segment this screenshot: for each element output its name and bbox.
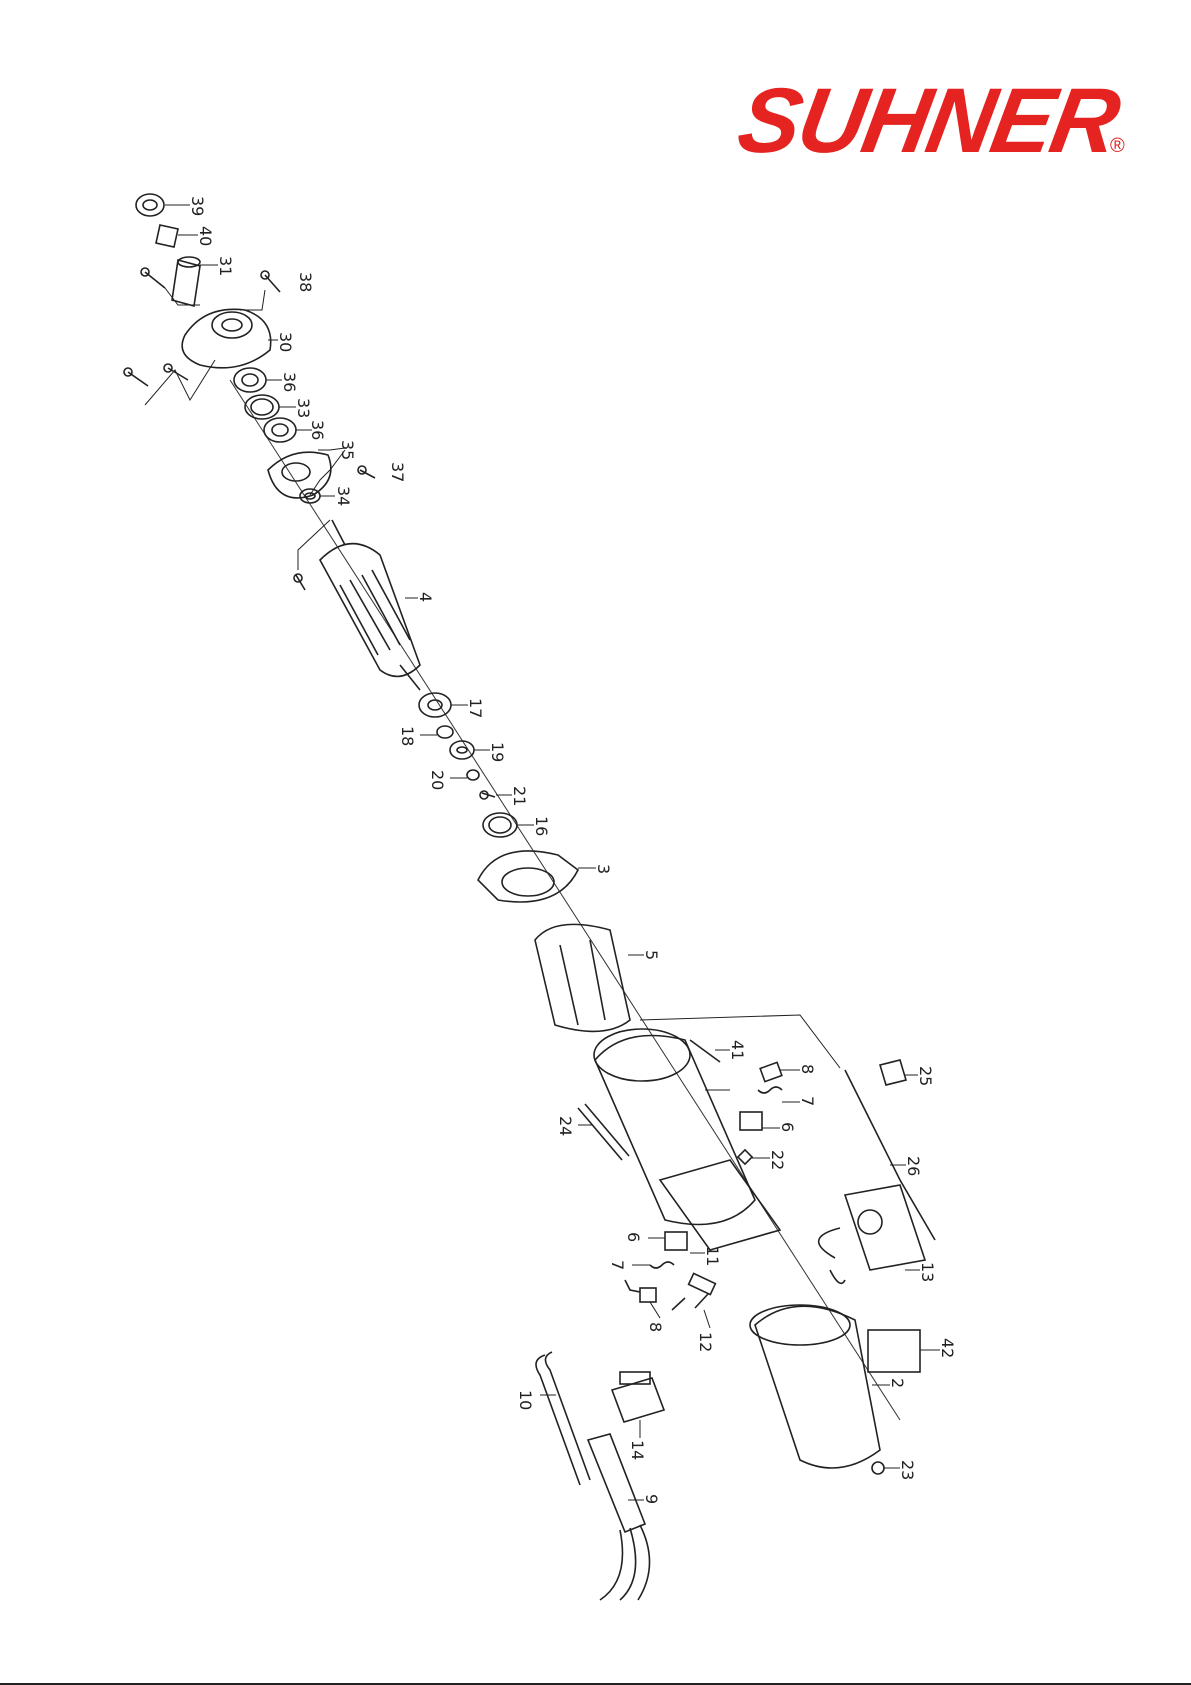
- label-36a: 36: [280, 372, 299, 392]
- label-38: 38: [296, 272, 315, 292]
- label-19: 19: [488, 742, 507, 762]
- part-13-electronic-module: [819, 1185, 925, 1283]
- label-7a: 7: [798, 1096, 817, 1106]
- label-21: 21: [510, 786, 529, 806]
- part-12-screws: [672, 1273, 715, 1328]
- part-19-washer: [450, 741, 490, 759]
- part-6-brush-holder-right: [740, 1112, 780, 1130]
- assembly-axis: [230, 380, 900, 1420]
- label-36b: 36: [308, 420, 327, 440]
- label-37: 37: [388, 462, 407, 482]
- label-8a: 8: [798, 1064, 817, 1074]
- part-18-bushing: [420, 726, 453, 738]
- label-2: 2: [888, 1378, 907, 1388]
- part-number-labels: 39 40 31 38 30 36 33 36 35 37 34 4 17 18…: [188, 196, 957, 1504]
- part-36-bearing-lower: [264, 418, 312, 442]
- label-11: 11: [703, 1246, 722, 1266]
- part-23-screw: [872, 1462, 900, 1474]
- part-22-nut: [738, 1150, 770, 1164]
- part-30-housing-cover: [182, 309, 278, 368]
- label-31: 31: [216, 256, 235, 276]
- part-5-stator: [535, 924, 644, 1031]
- part-38-screw: [240, 271, 280, 310]
- part-34-washer: [300, 489, 335, 503]
- label-16: 16: [532, 816, 551, 836]
- label-10: 10: [516, 1390, 535, 1410]
- label-17: 17: [466, 698, 485, 718]
- part-1-motor-housing: [594, 1029, 780, 1250]
- label-25: 25: [916, 1066, 935, 1086]
- label-9: 9: [642, 1494, 661, 1504]
- part-10-cable: [536, 1352, 590, 1485]
- screw-pair-left: [124, 360, 215, 405]
- label-23: 23: [898, 1460, 917, 1480]
- part-16-bearing-seat: [483, 813, 534, 837]
- part-24-label: [578, 1104, 629, 1160]
- part-7-spring-right: [758, 1087, 800, 1102]
- label-40: 40: [196, 226, 215, 246]
- label-34: 34: [334, 486, 353, 506]
- part-40-collet: [156, 225, 198, 247]
- label-8b: 8: [646, 1322, 665, 1332]
- part-41-label: [690, 1040, 730, 1062]
- part-8-brush-right: [760, 1062, 800, 1081]
- label-41: 41: [728, 1040, 747, 1060]
- part-7-spring-left: [632, 1262, 674, 1268]
- part-31-spindle: [172, 257, 218, 306]
- part-8-brush-left: [625, 1280, 660, 1318]
- label-42: 42: [938, 1338, 957, 1358]
- label-35: 35: [338, 440, 357, 460]
- screw-left-top: [141, 268, 200, 305]
- label-6b: 6: [624, 1232, 643, 1242]
- label-20: 20: [428, 770, 447, 790]
- part-14-switch: [612, 1372, 664, 1438]
- part-4-armature: [320, 520, 420, 690]
- part-20-circlip: [450, 770, 479, 780]
- label-4: 4: [416, 592, 435, 602]
- label-3: 3: [594, 864, 613, 874]
- part-39-nut: [136, 194, 190, 216]
- part-6-brush-holder-left: [648, 1232, 687, 1250]
- label-22: 22: [768, 1150, 787, 1170]
- label-14: 14: [628, 1440, 647, 1460]
- label-30: 30: [276, 332, 295, 352]
- part-25-switch-button: [880, 1060, 918, 1085]
- label-26: 26: [904, 1156, 923, 1176]
- label-13: 13: [918, 1262, 937, 1282]
- label-18: 18: [398, 726, 417, 746]
- part-36-bearing-upper: [234, 368, 282, 392]
- part-17-bearing: [419, 693, 468, 717]
- label-12: 12: [696, 1332, 715, 1352]
- part-42-label-sheet: [868, 1330, 940, 1372]
- part-3-baffle: [478, 851, 596, 902]
- part-35-plate: [268, 448, 345, 498]
- label-24: 24: [556, 1116, 575, 1136]
- label-39: 39: [188, 196, 207, 216]
- label-5: 5: [642, 950, 661, 960]
- label-6a: 6: [778, 1122, 797, 1132]
- label-7b: 7: [608, 1260, 627, 1270]
- label-33: 33: [294, 398, 313, 418]
